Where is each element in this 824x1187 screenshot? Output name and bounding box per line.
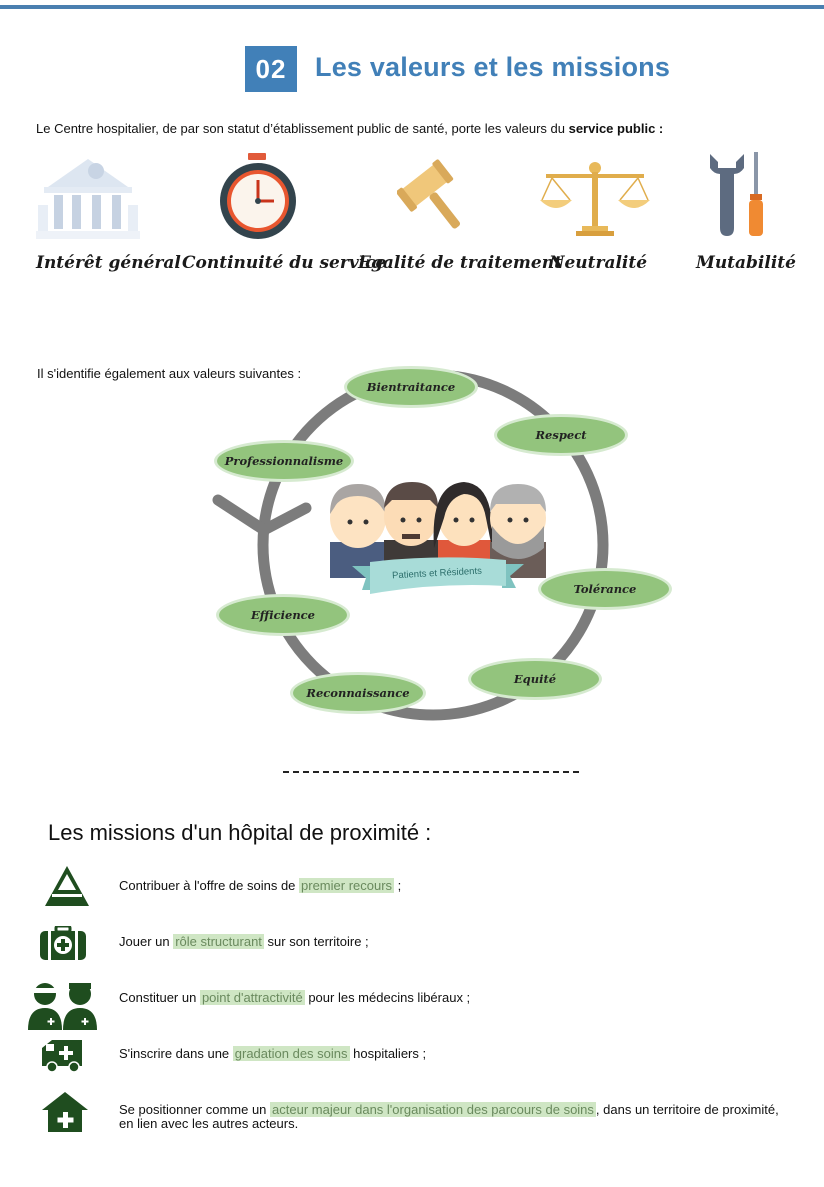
mission-text: , dans un territoire de proximité, en li… xyxy=(119,1102,779,1131)
mission-item: Se positionner comme un acteur majeur da… xyxy=(119,1102,779,1131)
mission-highlight: acteur majeur dans l'organisation des pa… xyxy=(270,1102,596,1117)
value-label: Neutralité xyxy=(548,253,648,273)
section-title: Les valeurs et les missions xyxy=(315,52,671,82)
banner-ribbon xyxy=(352,557,524,594)
ambulance-icon xyxy=(42,1040,82,1072)
value-equite: Equité xyxy=(468,658,602,700)
section-divider xyxy=(283,771,579,773)
value-professionnalisme: Professionnalisme xyxy=(214,440,354,482)
value-respect: Respect xyxy=(494,414,628,456)
intro-text: Le Centre hospitalier, de par son statut… xyxy=(36,121,663,136)
value-label: Mutabilité xyxy=(696,253,796,273)
value-bientraitance: Bientraitance xyxy=(344,366,478,408)
scales-icon xyxy=(540,162,650,236)
mission-highlight: premier recours xyxy=(299,878,395,893)
intro-bold: service public : xyxy=(568,121,664,136)
mission-item: Jouer un rôle structurant sur son territ… xyxy=(119,934,779,949)
mission-highlight: rôle structurant xyxy=(173,934,264,949)
value-efficience: Efficience xyxy=(216,594,350,636)
building-icon xyxy=(36,159,140,239)
value-tolerance: Tolérance xyxy=(538,568,672,610)
stopwatch-icon xyxy=(220,153,296,239)
top-rule xyxy=(0,5,824,9)
tools-icon xyxy=(710,152,763,236)
mission-item: Constituer un point d'attractivité pour … xyxy=(119,990,779,1005)
value-label: Continuité du service xyxy=(182,253,387,273)
mission-text: S'inscrire dans une xyxy=(119,1046,233,1061)
value-label: Egalité de traitement xyxy=(358,253,562,273)
hospital-house-icon xyxy=(42,1092,88,1132)
mission-text: ; xyxy=(394,878,402,893)
section-number: 02 xyxy=(245,46,297,92)
missions-title: Les missions d'un hôpital de proximité : xyxy=(48,820,432,845)
intro2-text: Il s'identifie également aux valeurs sui… xyxy=(37,366,302,381)
intro-plain: Le Centre hospitalier, de par son statut… xyxy=(36,121,569,136)
mission-text: hospitaliers ; xyxy=(349,1046,427,1061)
mission-text: Se positionner comme un xyxy=(119,1102,271,1117)
mission-text: pour les médecins libéraux ; xyxy=(304,990,471,1005)
medical-bag-icon xyxy=(40,926,86,960)
mission-text: Constituer un xyxy=(119,990,200,1005)
value-reconnaissance: Reconnaissance xyxy=(290,672,426,714)
mission-item: S'inscrire dans une gradation des soins … xyxy=(119,1046,779,1061)
mission-text: Jouer un xyxy=(119,934,174,949)
mission-text: Contribuer à l'offre de soins de xyxy=(119,878,300,893)
mission-item: Contribuer à l'offre de soins de premier… xyxy=(119,878,779,893)
mission-text: sur son territoire ; xyxy=(263,934,369,949)
doctors-icon xyxy=(28,983,97,1030)
mission-highlight: point d'attractivité xyxy=(199,990,305,1005)
gavel-icon xyxy=(397,159,461,229)
mission-highlight: gradation des soins xyxy=(232,1046,350,1061)
pyramid-icon xyxy=(45,866,89,906)
